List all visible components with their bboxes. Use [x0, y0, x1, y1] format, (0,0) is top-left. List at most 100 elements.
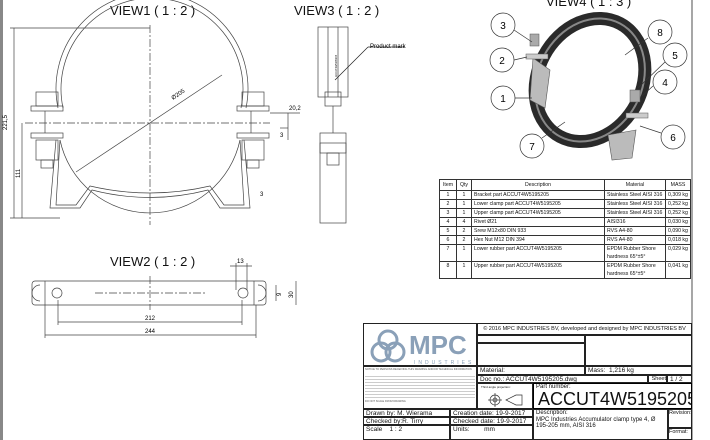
- bom-cell-description: Srew M12x80 DIN 933: [471, 226, 605, 236]
- bom-cell-qty: 1: [456, 199, 472, 209]
- bom-cell-item: 8: [439, 261, 457, 279]
- balloon-8: 8: [624, 19, 673, 56]
- balloon-5: 5: [637, 42, 688, 89]
- bom-cell-description: Lower clamp part ACCUT4W5195205: [471, 199, 605, 209]
- view4-title: VIEW4 ( 1 : 3 ): [546, 0, 632, 9]
- bom-cell-qty: 2: [456, 226, 472, 236]
- drawn-by-value: M. Wierama: [397, 410, 433, 417]
- description-label: Description:: [536, 410, 568, 416]
- mpc-logo: MPC INDUSTRIES: [370, 329, 474, 366]
- part-number-box: Part number: ACCUT4W5195205: [533, 383, 692, 409]
- units-value: mm: [484, 426, 495, 433]
- creation-date-value: 19-9-2017: [495, 410, 526, 417]
- checked-date-value: 19-9-2017: [496, 418, 527, 425]
- mass-value: 1,216 kg: [608, 367, 634, 374]
- product-mark-label: Product mark: [370, 44, 407, 50]
- svg-text:1: 1: [500, 94, 506, 105]
- bom-cell-description: Rivet Ø21: [471, 217, 605, 227]
- svg-text:MPC: MPC: [409, 330, 467, 360]
- doc-no-value: ACCUT4W5195205.dwg: [505, 376, 577, 383]
- svg-text:6: 6: [670, 133, 676, 144]
- bom-cell-material: Stainless Steel AISI 316: [604, 199, 666, 209]
- notice-body: [365, 373, 475, 398]
- copyright: © 2016 MPC INDUSTRIES BV, developed and …: [477, 323, 692, 335]
- bom-cell-mass: 0,029 kg: [665, 244, 691, 262]
- bom-header: Item Qty Description Material MASS: [439, 179, 691, 191]
- sheet-label: Sheet: [648, 375, 667, 383]
- bom-cell-mass: 0,018 kg: [665, 235, 691, 245]
- bom-cell-description: Bracket part ACCUT4W5195205: [471, 190, 605, 200]
- balloon-7: 7: [519, 121, 566, 159]
- svg-text:8: 8: [657, 28, 663, 39]
- dim-30: 30: [289, 291, 295, 298]
- projection-label: Third angle projection:: [481, 385, 511, 389]
- third-angle-projection-icon: [488, 393, 523, 407]
- dim-111: 111: [16, 168, 22, 178]
- bom-cell-qty: 1: [456, 261, 472, 279]
- bom-header-description: Description: [471, 179, 605, 191]
- bom-cell-qty: 1: [456, 190, 472, 200]
- dim-221-5: 221,5: [3, 114, 9, 130]
- svg-text:4: 4: [662, 78, 668, 89]
- checked-date-label: Checked date:: [453, 418, 495, 425]
- bom-cell-description: Upper clamp part ACCUT4W5195205: [471, 208, 605, 218]
- part-number-label: Part number:: [536, 384, 571, 390]
- do-not-scale: DO NOT SCALE FROM DRAWING: [365, 399, 406, 403]
- view2-drawing: [31, 263, 297, 338]
- drawn-by-label: Drawn by:: [366, 410, 396, 417]
- revision-field: Revision:: [668, 409, 692, 428]
- view3-title: VIEW3 ( 1 : 2 ): [294, 3, 380, 18]
- bom-cell-material: AISI316: [604, 217, 666, 227]
- bom-cell-material: RVS A4-80: [604, 226, 666, 236]
- units-label: Units:: [453, 426, 470, 433]
- bom-cell-description: Hex Nut M12 DIN 394: [471, 235, 605, 245]
- bom-cell-item: 1: [439, 190, 457, 200]
- notice-heading: NOTICE TO PERSONS RECEIVING THIS DRAWING…: [365, 368, 472, 371]
- bom-header-item: Item: [439, 179, 457, 191]
- dim-3a: 3: [280, 133, 284, 139]
- bom-cell-material: EPDM Rubber Shore hardness 65°±5°: [604, 261, 666, 279]
- mass-label: Mass:: [588, 367, 606, 374]
- doc-no-field: Doc no.: ACCUT4W5195205.dwg: [477, 375, 648, 383]
- view1-drawing: [10, 0, 300, 225]
- drawn-by-field: Drawn by: M. Wierama: [363, 409, 450, 417]
- balloon-6: 6: [639, 124, 686, 150]
- bom-cell-item: 6: [439, 235, 457, 245]
- notice-box: NOTICE TO PERSONS RECEIVING THIS DRAWING…: [363, 366, 477, 409]
- description-field: Description: MPC Industries Accumulator …: [533, 409, 668, 440]
- bom-cell-qty: 1: [456, 244, 472, 262]
- svg-text:2: 2: [499, 56, 505, 67]
- bom-cell-qty: 2: [456, 235, 472, 245]
- bom-header-material: Material: [604, 179, 666, 191]
- note-box-1: [477, 335, 585, 343]
- scale-label: Scale: [366, 426, 383, 433]
- bom-cell-mass: 0,041 kg: [665, 261, 691, 279]
- bom-header-qty: Qty: [456, 179, 472, 191]
- bom-cell-material: RVS A4-80: [604, 235, 666, 245]
- logo-box: MPC INDUSTRIES: [363, 323, 477, 366]
- checked-by-field: Checked by:R. Tirry: [363, 417, 450, 425]
- projection-box: Third angle projection:: [477, 383, 533, 409]
- bom-header-mass: MASS: [665, 179, 691, 191]
- bom-cell-item: 4: [439, 217, 457, 227]
- view3-drawing: [317, 26, 405, 224]
- checked-date-field: Checked date: 19-9-2017: [450, 417, 533, 425]
- bom-cell-mass: 0,252 kg: [665, 208, 691, 218]
- page-border: [0, 0, 3, 440]
- creation-date-label: Creation date:: [453, 410, 494, 417]
- svg-text:INDUSTRIES: INDUSTRIES: [414, 360, 474, 366]
- bom-cell-mass: 0,090 kg: [665, 226, 691, 236]
- dim-3b: 3: [260, 192, 264, 198]
- bom-cell-item: 3: [439, 208, 457, 218]
- bom-cell-material: EPDM Rubber Shore hardness 65°±5°: [604, 244, 666, 262]
- scale-value: 1 : 2: [389, 426, 403, 433]
- bom-cell-mass: 0,252 kg: [665, 199, 691, 209]
- mass-field: Mass: 1,216 kg: [585, 366, 692, 375]
- svg-text:3: 3: [500, 21, 506, 32]
- dim-244: 244: [145, 329, 156, 335]
- creation-date-field: Creation date: 19-9-2017: [450, 409, 533, 417]
